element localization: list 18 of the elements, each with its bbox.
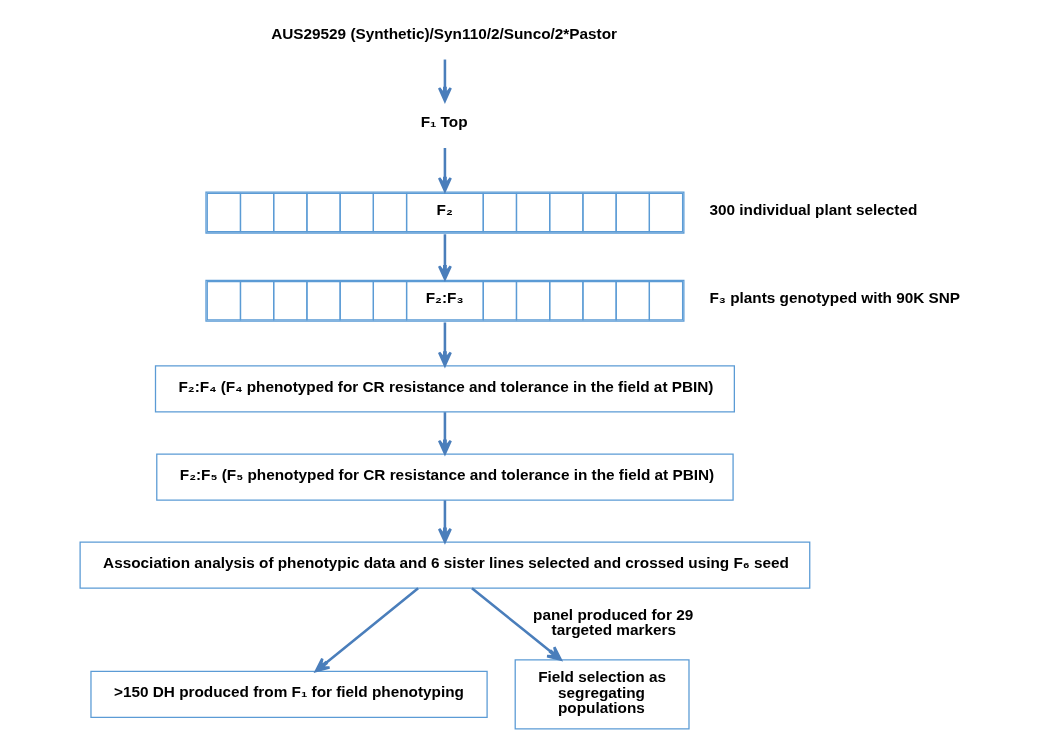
arrow bbox=[437, 148, 452, 193]
node-label: F₃ plants genotyped with 90K SNP bbox=[709, 289, 961, 307]
node-box: Field selection as segregating populations bbox=[514, 659, 690, 730]
node-box: >150 DH produced from F₁ for field phenotyping bbox=[90, 670, 488, 718]
arrow bbox=[437, 59, 452, 103]
arrow bbox=[437, 234, 452, 281]
node-box: Association analysis of phenotypic data and 6 sister lines selected and crossed using F₆ seed bbox=[79, 541, 811, 589]
arrow bbox=[471, 587, 562, 661]
arrow bbox=[437, 500, 452, 543]
arrow bbox=[437, 412, 452, 455]
node-text: F₁ Top bbox=[420, 113, 468, 131]
arrow bbox=[314, 587, 419, 673]
arrow bbox=[437, 322, 452, 367]
node-box: F₂:F₄ (F₄ phenotyped for CR resistance and tolerance in the field at PBIN) bbox=[154, 365, 735, 413]
node-label: 300 individual plant selected bbox=[709, 201, 918, 219]
node-text: AUS29529 (Synthetic)/Syn110/2/Sunco/2*Pastor bbox=[271, 24, 618, 42]
edge-label: panel produced for 29 targeted markers bbox=[533, 605, 694, 638]
node-box: F₂:F₅ (F₅ phenotyped for CR resistance and tolerance in the field at PBIN) bbox=[156, 453, 734, 501]
